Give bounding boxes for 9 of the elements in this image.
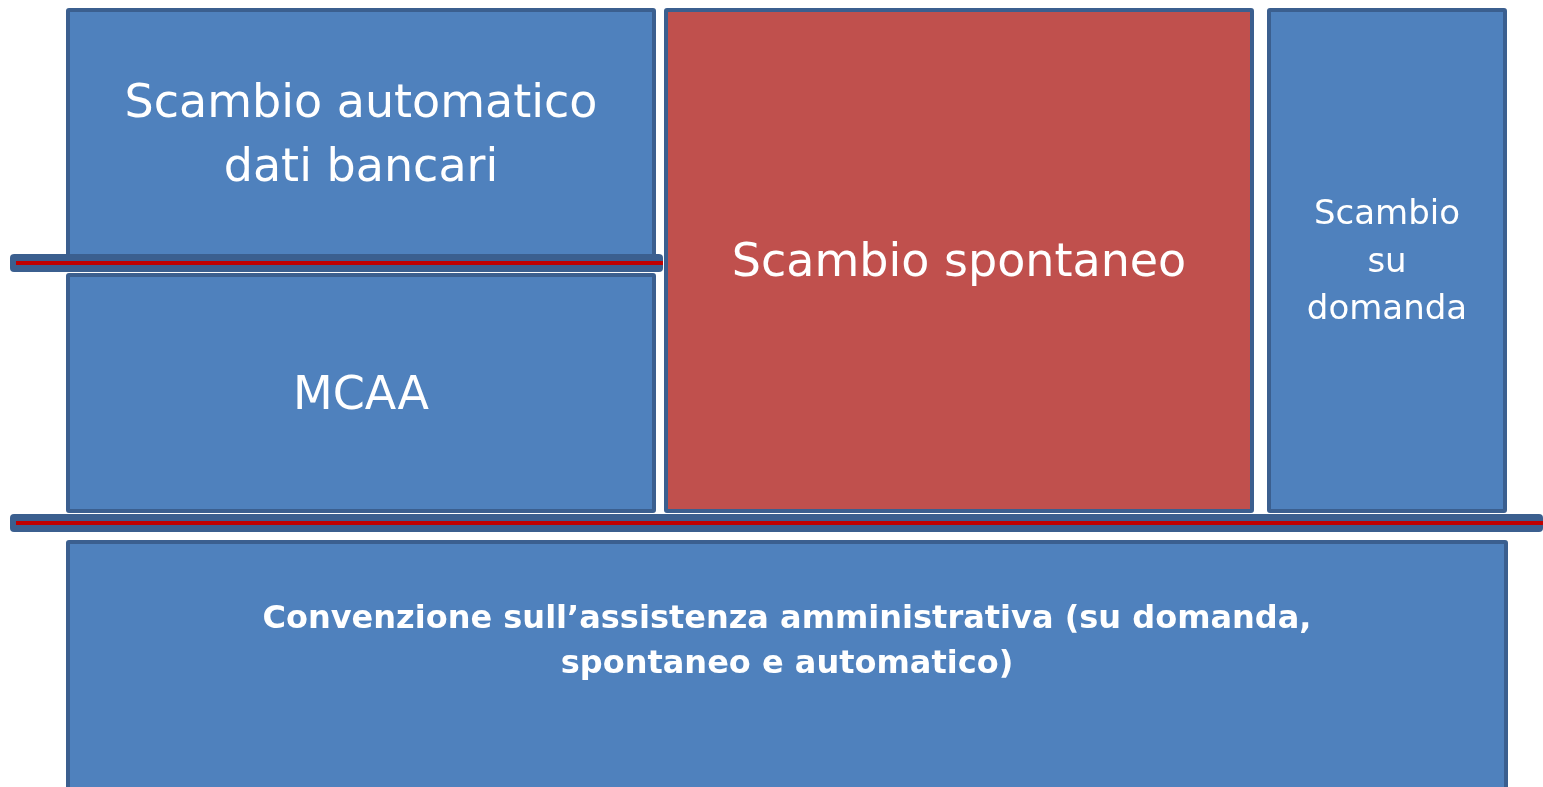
block-panel (1267, 8, 1507, 513)
block-label: Scambio spontaneo (731, 232, 1187, 290)
block-label: Scambio su domanda (1306, 191, 1468, 330)
block-label: Convenzione sull’assistenza amministrativa (su domanda, spontaneo e automatico) (261, 597, 1313, 683)
block-label: MCAA (293, 364, 429, 422)
block-panel (664, 8, 1254, 513)
base-panel (66, 540, 1508, 787)
block-label: Scambio automatico dati bancari (123, 72, 599, 194)
block-panel (66, 273, 656, 513)
